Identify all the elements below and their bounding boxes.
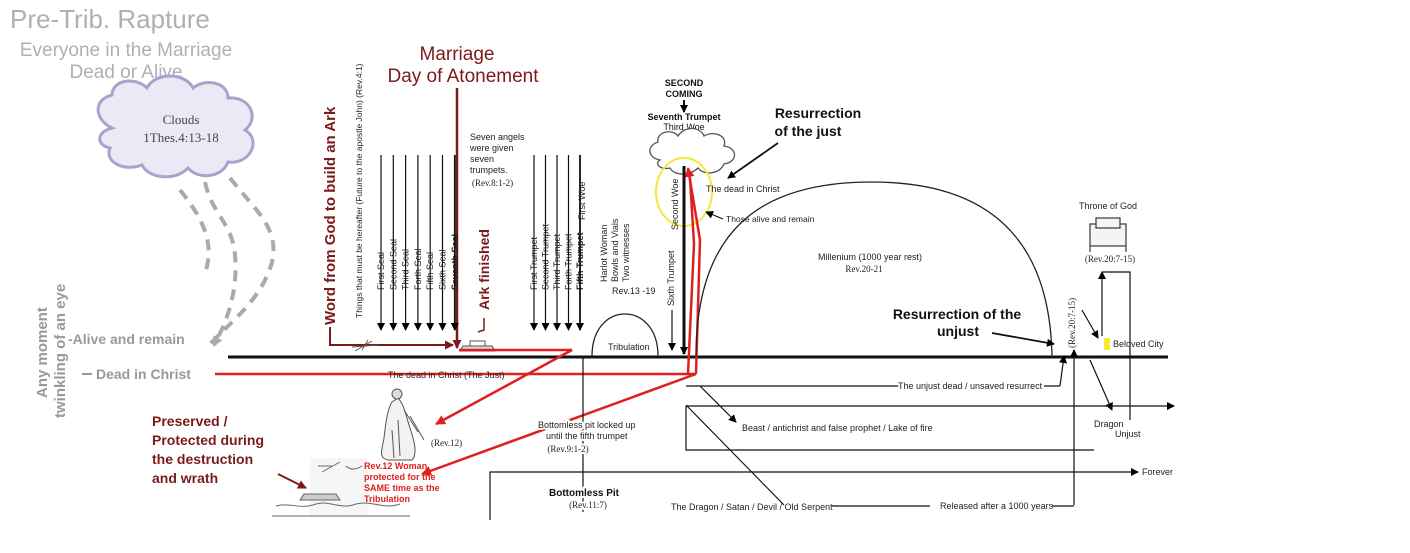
resurrection-unjust-2: unjust [937, 323, 979, 339]
dragon-arrow [1089, 359, 1113, 411]
preserved-3: the destruction [152, 451, 253, 467]
resurrection-just-2: of the just [775, 123, 842, 139]
unjust-label: Unjust [1115, 429, 1141, 439]
released-label: Released after a 1000 years [940, 501, 1054, 511]
first-woe-label: First Woe [577, 182, 587, 220]
to-beloved-arrow [1081, 309, 1099, 339]
forever-label: Forever [1142, 467, 1173, 477]
resurrection-just-1: Resurrection [775, 105, 861, 121]
woman-note-4: Tribulation [364, 494, 410, 504]
preserved-arrow [277, 473, 307, 489]
beloved-city-marker [1104, 338, 1110, 350]
ark-finished-label: Ark finished [476, 229, 492, 310]
things-hereafter-label: Things that must be hereafter (Future to… [354, 63, 364, 318]
preserved-2: Protected during [152, 432, 264, 448]
dead-in-christ-label: Dead in Christ [96, 366, 191, 382]
throne-label: Throne of God [1079, 201, 1137, 211]
woman-sketch-icon [381, 388, 425, 461]
alive-remain-label: -Alive and remain [68, 331, 185, 347]
throne-ref: (Rev.20:7-15) [1085, 254, 1135, 264]
seven-angels-4: trumpets. [470, 165, 508, 175]
tribulation-label: Tribulation [608, 342, 650, 352]
beast-label: Beast / antichrist and false prophet / L… [742, 423, 933, 433]
second-coming-cloud-icon [649, 127, 736, 175]
unjust-dead-up-arrow [1059, 355, 1068, 387]
resurrection-just-arrow [727, 142, 779, 179]
bottomless-pit-label: Bottomless Pit [549, 488, 620, 499]
atonement-title: Day of Atonement [387, 66, 539, 87]
dead-christ-just-label: The dead in Christ (The Just) [388, 370, 505, 380]
flood-ark-sketch-icon [272, 458, 410, 517]
witnesses-label: Two witnesses [621, 223, 631, 282]
third-woe-label: Third Woe [663, 122, 704, 132]
woman-note-1: Rev.12 Woman [364, 461, 427, 471]
rapture-dash-paths [178, 176, 276, 347]
harlot-ref: Rev.13 -19 [612, 286, 655, 296]
preserved-4: and wrath [152, 470, 218, 486]
sixth-trumpet-label: Sixth Trumpet [666, 250, 676, 306]
ark-bracket [329, 327, 388, 346]
forever-line [489, 468, 1139, 520]
seven-angels-2: were given [469, 143, 514, 153]
page-title: Pre-Trib. Rapture [10, 4, 210, 34]
subtitle-line1: Everyone in the Marriage [20, 40, 232, 61]
cloud-ref: 1Thes.4:13-18 [143, 130, 218, 145]
word-from-god-label: Word from God to build an Ark [322, 106, 339, 325]
marriage-title: Marriage [420, 44, 495, 65]
left-cloud-icon [96, 74, 255, 179]
unjust-dead-label: The unjust dead / unsaved resurrect [898, 381, 1043, 391]
dragon-satan-diagonal [685, 404, 785, 506]
resurrection-unjust-arrow [991, 332, 1055, 347]
tribulation-arc [591, 313, 659, 357]
bowls-label: Bowls and Vials [610, 218, 620, 282]
throne-icon [1089, 217, 1127, 252]
millenium-arc [695, 181, 1053, 358]
those-alive-label: Those alive and remain [726, 214, 815, 224]
bottomless-locked-2: until the fifth trumpet [546, 431, 628, 441]
dead-in-christ-top: The dead in Christ [706, 184, 780, 194]
dragon-label: Dragon [1094, 419, 1124, 429]
seventh-trumpet-label: Seventh Trumpet [647, 112, 720, 122]
millenium-ref: Rev.20-21 [845, 264, 882, 274]
second-coming-1: SECOND [665, 78, 704, 88]
twinkling-label: twinkling of an eye [52, 284, 69, 418]
harlot-label: Harlot Woman [599, 225, 609, 282]
cloud-label: Clouds [163, 112, 200, 127]
rev12-label: (Rev.12) [431, 438, 462, 448]
ark-finished-tick [477, 318, 485, 333]
woman-note-3: SAME time as the [364, 483, 440, 493]
seven-angels-ref: (Rev.8:1-2) [472, 178, 513, 188]
woman-note-2: protected for the [364, 472, 436, 482]
seven-angels-1: Seven angels [470, 132, 525, 142]
throne-bracket [1102, 271, 1131, 420]
beast-arrow [699, 385, 737, 423]
bottomless-pit-ref: (Rev.11:7) [569, 500, 607, 510]
subtitle-line2: Dead or Alive [69, 62, 182, 83]
second-woe-label: Second Woe [670, 179, 680, 230]
rev20-vertical-label: (Rev.20:7-15) [1067, 298, 1077, 348]
bottomless-locked-ref: (Rev.9:1-2) [547, 444, 588, 454]
preserved-1: Preserved / [152, 413, 228, 429]
bottomless-locked-1: Bottomless pit locked up [538, 420, 636, 430]
resurrection-unjust-1: Resurrection of the [893, 306, 1022, 322]
second-coming-2: COMING [666, 89, 703, 99]
beloved-city-label: Beloved City [1113, 339, 1164, 349]
those-alive-arrow [705, 210, 724, 220]
any-moment-label: Any moment [34, 307, 51, 398]
millenium-label: Millenium (1000 year rest) [818, 252, 922, 262]
seven-angels-3: seven [470, 154, 494, 164]
lake-bracket [685, 406, 1094, 451]
dragon-satan-label: The Dragon / Satan / Devil / Old Serpent [671, 502, 833, 512]
